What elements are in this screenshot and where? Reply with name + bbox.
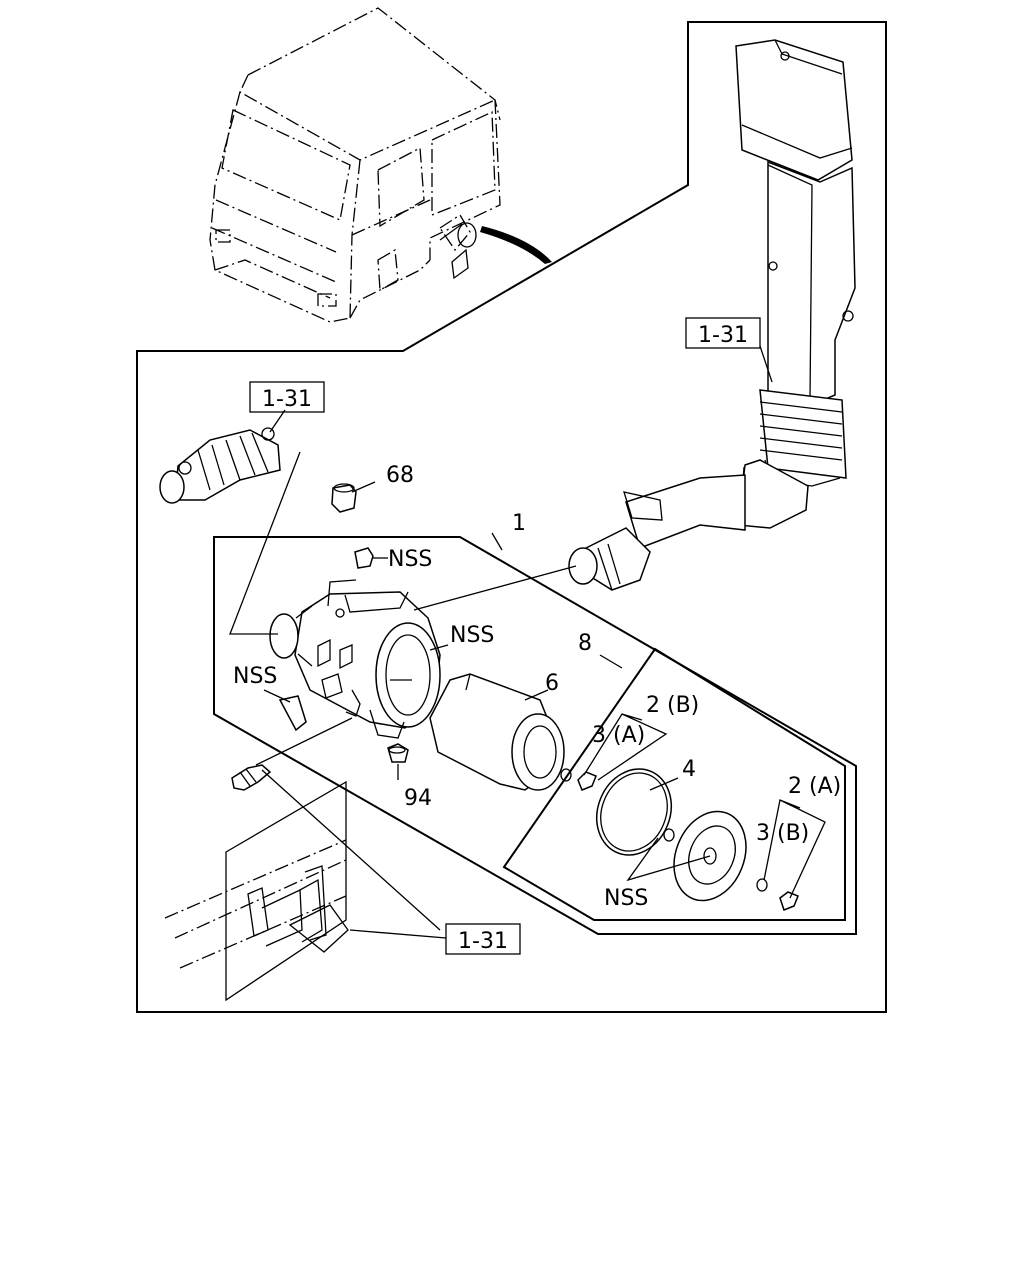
inlet-hose-drawing (159, 427, 281, 504)
ref-box-top-right: 1-31 (685, 317, 761, 349)
part-2a-label: 2 (A) (788, 774, 841, 799)
filter-element-drawing (429, 673, 565, 791)
part-68-label: 68 (386, 463, 414, 488)
part-nss-housing-label: NSS (450, 623, 494, 648)
ref-box-top-left: 1-31 (249, 381, 325, 413)
small-parts-drawing (231, 483, 409, 791)
leader-lines (229, 345, 826, 939)
frame-bracket-drawing (164, 839, 349, 969)
part-nss-gasket-label: NSS (604, 886, 648, 911)
main-frame-outline (136, 21, 887, 1013)
ref-box-bottom: 1-31 (445, 923, 521, 955)
part-3b-label: 3 (B) (756, 821, 809, 846)
part-nss-cap-label: NSS (388, 547, 432, 572)
frame-inset-outline (225, 780, 347, 1002)
part-4-label: 4 (682, 757, 696, 782)
ref-label: 1-31 (698, 323, 748, 348)
ref-label: 1-31 (262, 387, 312, 412)
part-94-label: 94 (404, 786, 432, 811)
air-cleaner-housing-drawing (269, 591, 441, 739)
part-8-label: 8 (578, 631, 592, 656)
part-1-label: 1 (512, 511, 526, 536)
snorkel-duct-drawing (568, 39, 856, 591)
assembly-8-outline (502, 647, 846, 921)
ref-label: 1-31 (458, 929, 508, 954)
part-nss-bracket-label: NSS (233, 664, 277, 689)
truck-cab-drawing (209, 7, 552, 323)
assembly-1-outline (213, 536, 857, 935)
part-2b-top-label: 2 (B) (646, 693, 699, 718)
part-3a-label: 3 (A) (592, 723, 645, 748)
part-6-label: 6 (545, 671, 559, 696)
